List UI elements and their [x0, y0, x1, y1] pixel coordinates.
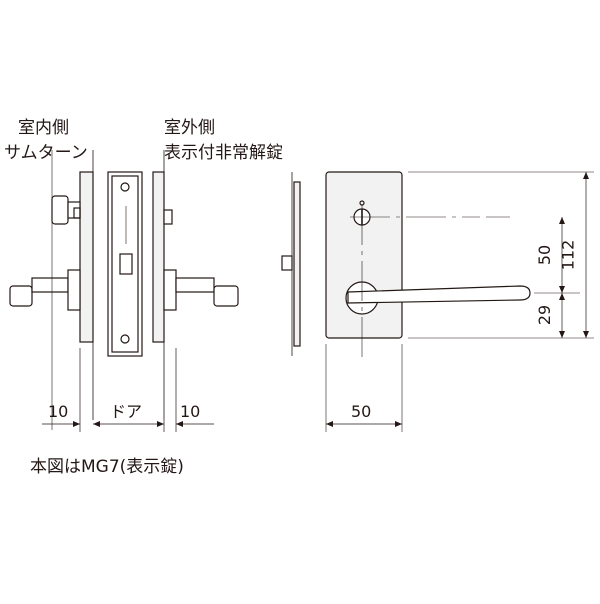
inside-side-label: 室内側 [18, 118, 69, 138]
mortise-inner-outline [111, 175, 139, 353]
outside-lever-rose [163, 269, 177, 311]
plate-width-dim: 50 [351, 402, 372, 421]
lower-screw [120, 334, 130, 344]
right-offset-dim: 10 [180, 402, 201, 421]
front-view [281, 171, 594, 432]
left-offset-dim: 10 [48, 402, 69, 421]
inside-rose-plate [79, 171, 94, 343]
height-total-dim: 112 [558, 239, 578, 271]
lever-to-turn-dim: 50 [535, 244, 555, 266]
side-view [9, 150, 239, 420]
upper-screw [120, 182, 130, 192]
mortise-front-plate [107, 171, 143, 357]
arrow-right10-left [176, 421, 183, 427]
arrow-29-top [559, 293, 565, 300]
front-side-stub [281, 255, 293, 271]
inside-lever-grip [31, 277, 69, 293]
arrow-door-left [93, 421, 100, 427]
arrowheads [73, 172, 589, 427]
arrow-50-bottom [559, 286, 565, 293]
arrow-29-bottom [559, 331, 565, 338]
inside-lever-end [9, 285, 33, 307]
outside-lever-end [213, 285, 239, 307]
lever-to-bottom-dim: 29 [535, 304, 555, 326]
thumbturn-knob [51, 195, 69, 225]
latch-hole [119, 253, 133, 275]
outside-rose-plate [152, 171, 165, 343]
figure-caption: 本図はMG7(表示錠) [30, 457, 184, 477]
thumbturn-spindle [73, 207, 81, 219]
front-lever-handle [347, 285, 531, 304]
outside-indicator-stub [163, 209, 173, 225]
outside-lever-grip [175, 277, 215, 293]
arrow-112-bottom [583, 331, 589, 338]
emergency-release-label: 表示付非常解錠 [164, 143, 283, 163]
arrow-door-right [157, 421, 164, 427]
arrow-plate-right [395, 421, 402, 427]
door-dim: ドア [110, 402, 143, 421]
arrow-plate-left [326, 421, 333, 427]
arrow-112-top [583, 172, 589, 179]
arrow-50-top [559, 217, 565, 224]
inside-lever-rose [67, 269, 81, 311]
door-edge-plate [293, 181, 301, 347]
outside-side-label: 室外側 [164, 118, 215, 138]
arrow-left10-right [73, 421, 80, 427]
thumbturn-label: サムターン [4, 143, 88, 163]
